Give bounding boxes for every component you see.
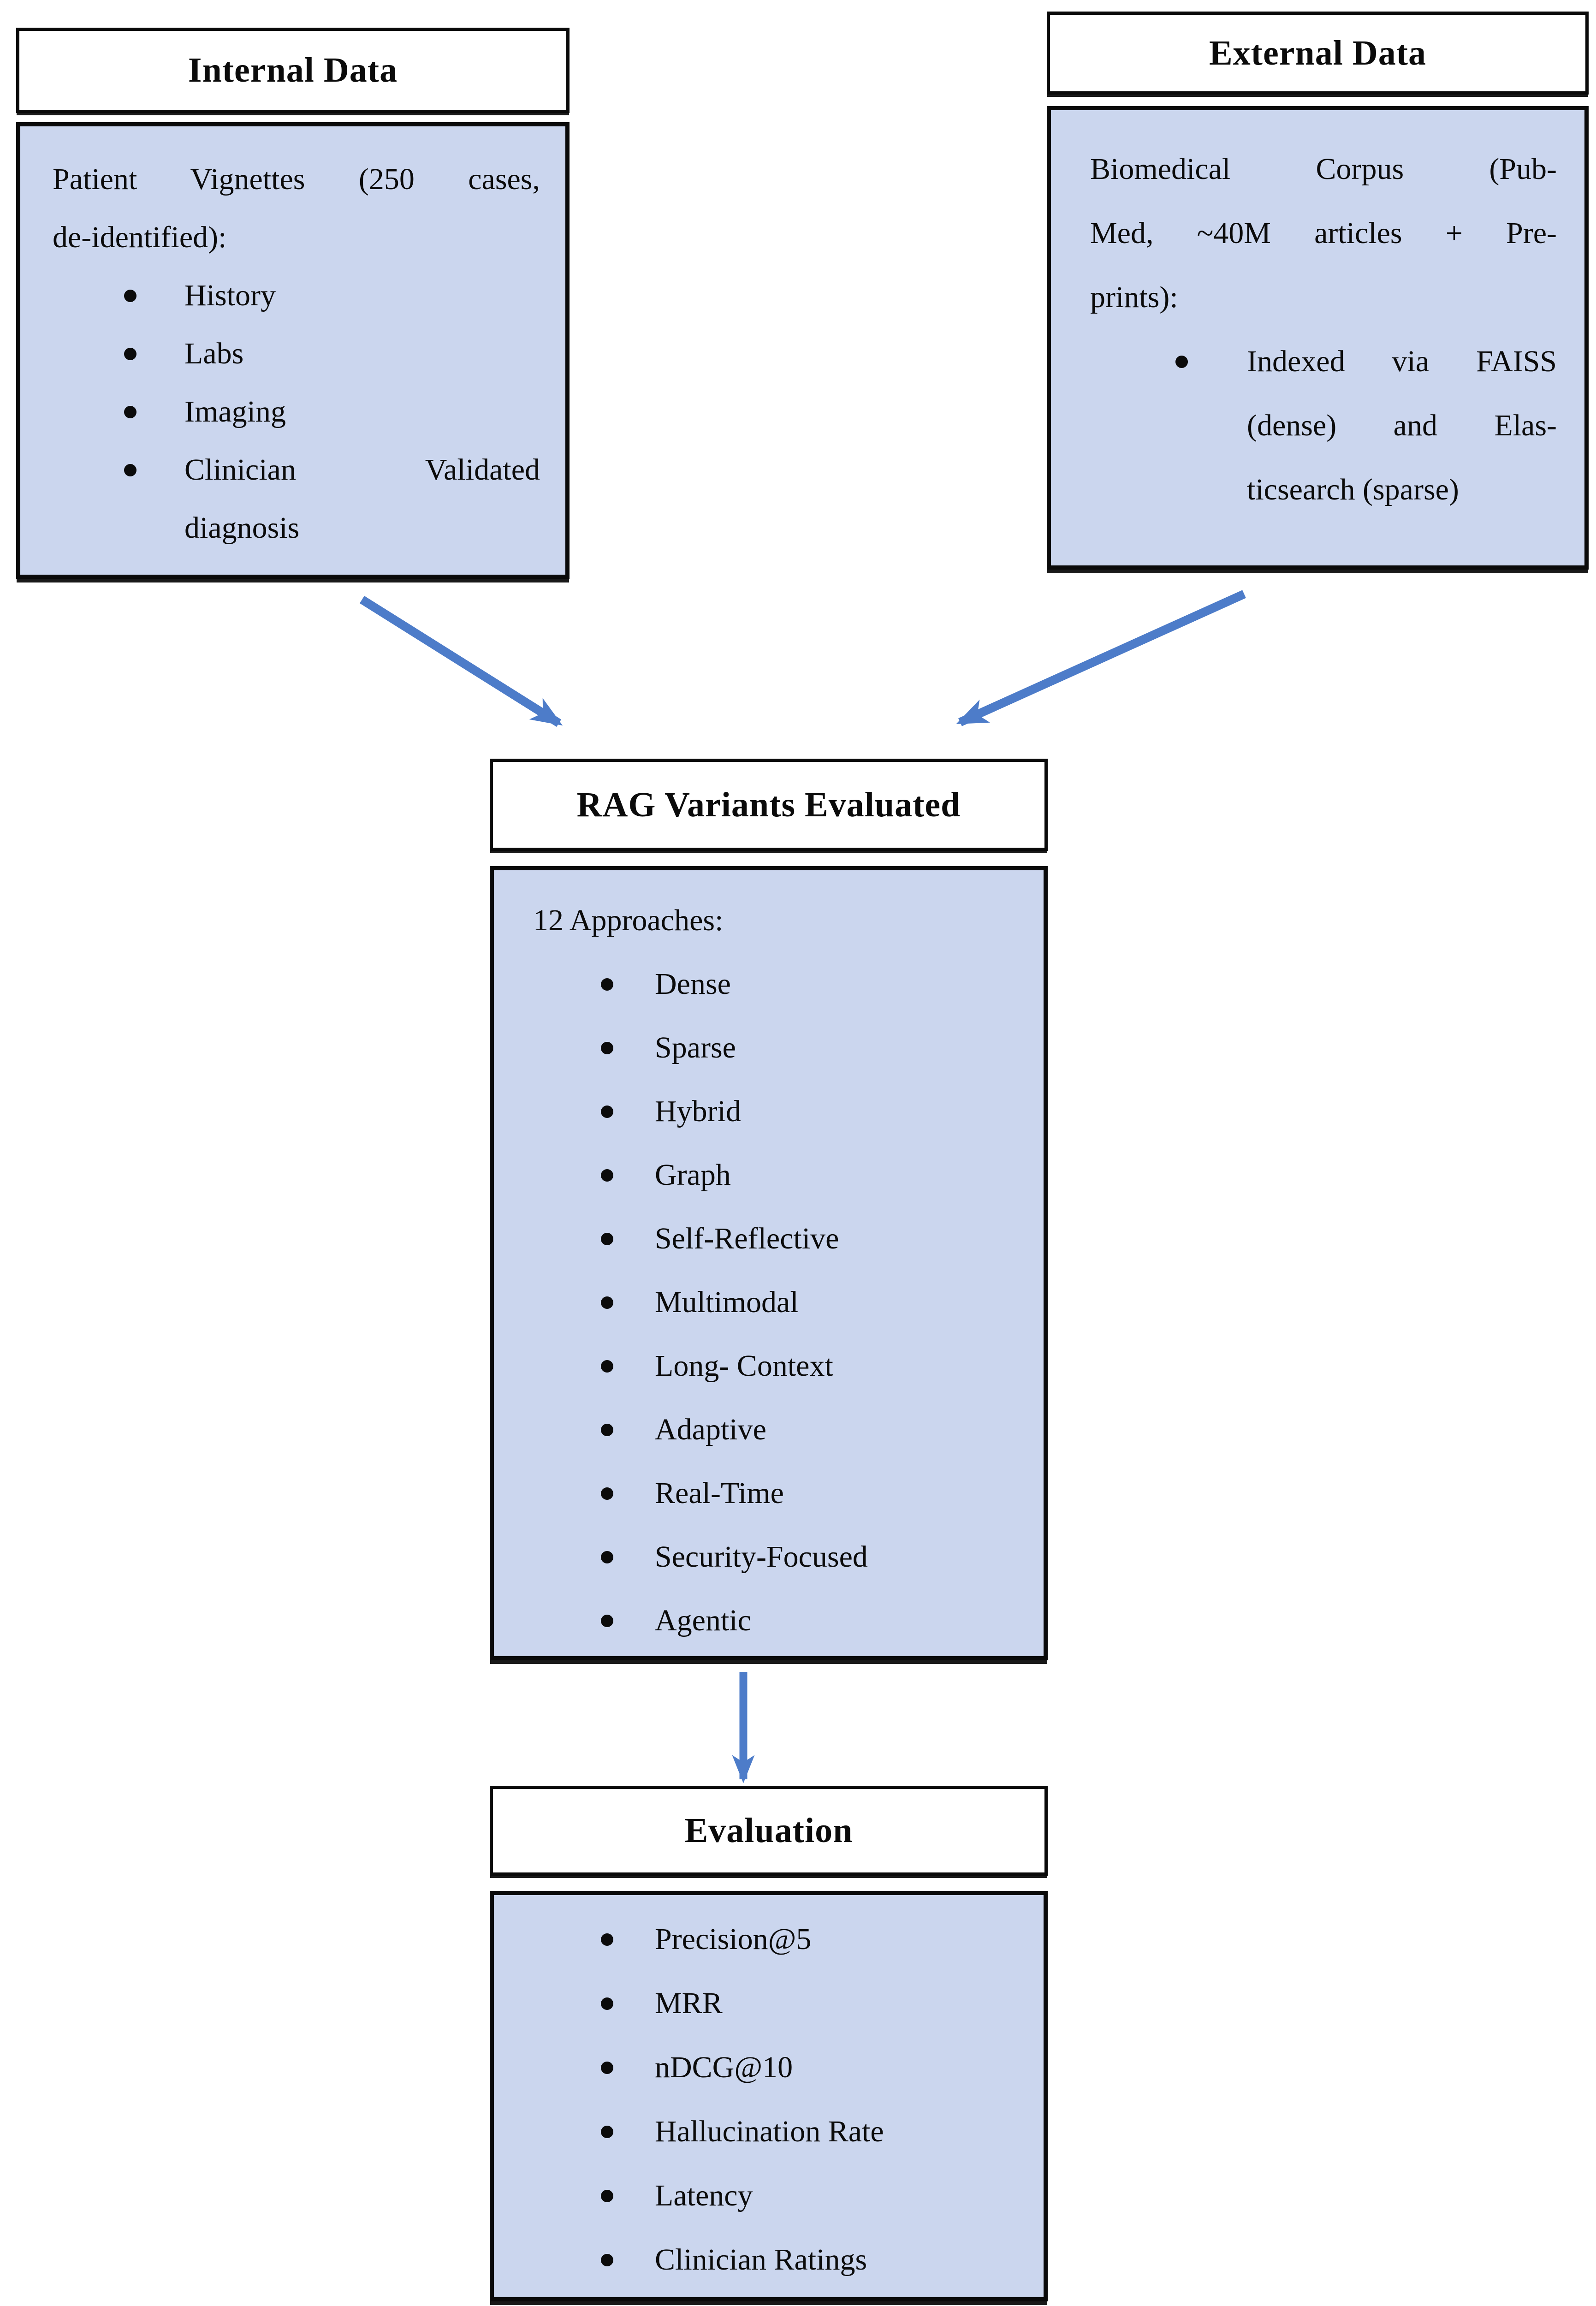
- bullet-dot-icon: [600, 1169, 613, 1182]
- bullet-dot-icon: [600, 2253, 613, 2266]
- bullet-dot-icon: [600, 2125, 613, 2138]
- bullet-item: Labs: [120, 325, 540, 383]
- bullet-item: Indexed via FAISS (dense) and Elas- tics…: [1171, 329, 1557, 522]
- bullet-item: Clinician Ratings: [597, 2228, 1011, 2292]
- bullet-dot-icon: [600, 1105, 613, 1118]
- bullet-dot-icon: [124, 406, 136, 418]
- bullet-item: Security-Focused: [597, 1525, 1011, 1589]
- bullet-dot-icon: [600, 1042, 613, 1054]
- bullet-dot-icon: [600, 1997, 613, 2010]
- bullet-label: Labs: [184, 337, 244, 370]
- bullet-dot-icon: [600, 1233, 613, 1245]
- paragraph-line: prints):: [1090, 280, 1178, 314]
- bullet-label: Hallucination Rate: [655, 2115, 884, 2148]
- bullet-label: MRR: [655, 1986, 723, 2020]
- bullet-line: diagnosis: [184, 511, 300, 545]
- external-data-body: Biomedical Corpus (Pub- Med, ~40M articl…: [1047, 106, 1589, 570]
- bullet-dot-icon: [124, 290, 136, 302]
- bullet-line: ticsearch (sparse): [1247, 473, 1459, 506]
- internal-to-rag-arrow: [359, 595, 563, 727]
- bullet-item: Hallucination Rate: [597, 2099, 1011, 2163]
- bullet-item: Clinician Validated diagnosis: [120, 441, 540, 557]
- bullet-dot-icon: [124, 464, 136, 476]
- bullet-item: Multimodal: [597, 1271, 1011, 1334]
- paragraph-line: de-identified):: [53, 220, 227, 254]
- bullet-item: nDCG@10: [597, 2035, 1011, 2099]
- internal-data-header: Internal Data: [16, 28, 570, 113]
- evaluation-header: Evaluation: [490, 1786, 1048, 1876]
- external-to-rag-arrow: [956, 590, 1246, 726]
- bullet-label: Multimodal: [655, 1285, 799, 1319]
- bullet-item: Graph: [597, 1143, 1011, 1207]
- paragraph-line: Med, ~40M articles + Pre-: [1090, 216, 1557, 250]
- bullet-dot-icon: [600, 1615, 613, 1627]
- external-data-title: External Data: [1209, 33, 1427, 72]
- bullet-dot-icon: [600, 2189, 613, 2202]
- evaluation-title: Evaluation: [684, 1811, 853, 1850]
- bullet-label: nDCG@10: [655, 2050, 793, 2084]
- bullet-dot-icon: [600, 1296, 613, 1309]
- bullet-label: Imaging: [184, 395, 286, 428]
- paragraph-line: Patient Vignettes (250 cases,: [53, 162, 540, 196]
- paragraph-line: Biomedical Corpus (Pub-: [1090, 152, 1557, 186]
- bullet-item: Long- Context: [597, 1334, 1011, 1398]
- bullet-dot-icon: [600, 1487, 613, 1500]
- bullet-item: Self-Reflective: [597, 1207, 1011, 1271]
- bullet-item: Hybrid: [597, 1080, 1011, 1143]
- bullet-label: Precision@5: [655, 1922, 812, 1956]
- bullet-dot-icon: [600, 1360, 613, 1373]
- rag-variants-title: RAG Variants Evaluated: [576, 785, 961, 824]
- bullet-dot-icon: [600, 1551, 613, 1563]
- bullet-dot-icon: [600, 1424, 613, 1436]
- bullet-label: Clinician Ratings: [655, 2243, 867, 2276]
- bullet-label: Dense: [655, 967, 731, 1001]
- bullet-item: Sparse: [597, 1016, 1011, 1080]
- bullet-label: Latency: [655, 2179, 753, 2212]
- bullet-line: (dense) and Elas-: [1247, 409, 1557, 442]
- rag-variants-body: 12 Approaches: Dense Sparse Hybrid Graph…: [490, 866, 1048, 1660]
- evaluation-body: Precision@5 MRR nDCG@10 Hallucination Ra…: [490, 1891, 1048, 2301]
- bullet-item: Latency: [597, 2163, 1011, 2228]
- bullet-label: Long- Context: [655, 1349, 833, 1383]
- bullet-label: Self-Reflective: [655, 1222, 839, 1255]
- bullet-label: Sparse: [655, 1031, 736, 1064]
- internal-data-title: Internal Data: [188, 51, 398, 89]
- bullet-line: Clinician Validated: [184, 453, 540, 487]
- bullet-label: Security-Focused: [655, 1540, 868, 1574]
- bullet-item: Imaging: [120, 383, 540, 441]
- external-data-header: External Data: [1047, 12, 1589, 95]
- bullet-label: Real-Time: [655, 1476, 784, 1510]
- bullet-item: Precision@5: [597, 1907, 1011, 1971]
- paragraph-line: 12 Approaches:: [533, 903, 724, 937]
- bullet-dot-icon: [600, 1933, 613, 1946]
- rag-variants-header: RAG Variants Evaluated: [490, 759, 1048, 851]
- bullet-item: Dense: [597, 952, 1011, 1016]
- bullet-label-multiline: Clinician Validated diagnosis: [184, 441, 540, 557]
- bullet-item: History: [120, 267, 540, 325]
- bullet-dot-icon: [600, 2061, 613, 2074]
- bullet-label: Graph: [655, 1158, 731, 1192]
- internal-data-body: Patient Vignettes (250 cases, de-identif…: [16, 122, 570, 579]
- bullet-item: Adaptive: [597, 1398, 1011, 1462]
- bullet-dot-icon: [124, 348, 136, 360]
- bullet-item: MRR: [597, 1971, 1011, 2035]
- bullet-line: Indexed via FAISS: [1247, 345, 1557, 378]
- bullet-dot-icon: [1175, 355, 1188, 368]
- bullet-label: History: [184, 279, 276, 312]
- bullet-label-multiline: Indexed via FAISS (dense) and Elas- tics…: [1247, 329, 1557, 522]
- bullet-dot-icon: [600, 978, 613, 991]
- bullet-item: Agentic: [597, 1589, 1011, 1652]
- bullet-label: Adaptive: [655, 1413, 766, 1446]
- bullet-label: Hybrid: [655, 1094, 741, 1128]
- bullet-item: Real-Time: [597, 1462, 1011, 1525]
- bullet-label: Agentic: [655, 1604, 751, 1637]
